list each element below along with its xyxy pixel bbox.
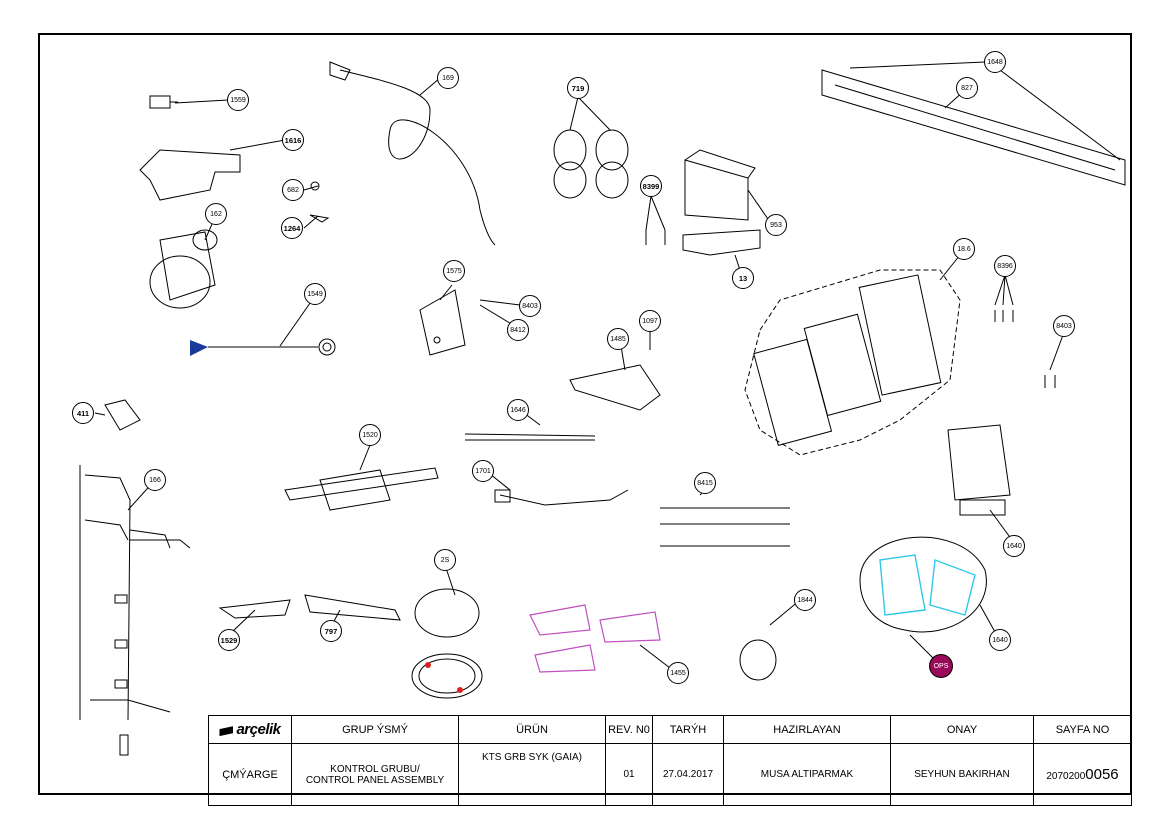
- callout-1549: 1549: [304, 283, 326, 305]
- callout-162: 162: [205, 203, 227, 225]
- callout-1648: 1648: [984, 51, 1006, 73]
- callout-1646: 1646: [507, 399, 529, 421]
- prepared-by-value: MUSA ALTIPARMAK: [723, 743, 891, 806]
- cyan-parts: [879, 554, 976, 616]
- ops-badge: OPS: [929, 654, 953, 678]
- callout-8412: 8412: [507, 319, 529, 341]
- callout-1616: 1616: [282, 129, 304, 151]
- callout-1264: 1264: [281, 217, 303, 239]
- blue-marker-icon: [190, 340, 208, 356]
- callout-166: 166: [144, 469, 166, 491]
- callout-1455: 1455: [667, 662, 689, 684]
- org-label: ÇMÝARGE: [208, 743, 292, 806]
- header-group-name: GRUP ÝSMÝ: [291, 715, 459, 744]
- callout-719: 719: [567, 77, 589, 99]
- date-value: 27.04.2017: [652, 743, 724, 806]
- group-name-value: KONTROL GRUBU/ CONTROL PANEL ASSEMBLY: [291, 743, 459, 806]
- title-block: arçelik GRUP ÝSMÝ ÜRÜN REV. N0 TARÝH HAZ…: [208, 715, 1132, 806]
- callout-797: 797: [320, 620, 342, 642]
- callout-1844: 1844: [794, 589, 816, 611]
- callout-1575: 1575: [443, 260, 465, 282]
- rev-value: 01: [605, 743, 653, 806]
- callout-8399: 8399: [640, 175, 662, 197]
- page-no-value: 20702000056: [1033, 743, 1132, 806]
- callout-1640-b: 1640: [989, 629, 1011, 651]
- callout-8415: 8415: [694, 472, 716, 494]
- header-rev: REV. N0: [605, 715, 653, 744]
- callout-8396: 8396: [994, 255, 1016, 277]
- callout-682: 682: [282, 179, 304, 201]
- magenta-brackets: [529, 604, 661, 673]
- callout-1485: 1485: [607, 328, 629, 350]
- callout-1640-a: 1640: [1003, 535, 1025, 557]
- header-prepared: HAZIRLAYAN: [723, 715, 891, 744]
- callout-2s: 2S: [434, 549, 456, 571]
- callout-1097: 1097: [639, 310, 661, 332]
- callout-8403-b: 8403: [1053, 315, 1075, 337]
- header-product: ÜRÜN: [458, 715, 606, 744]
- product-value: KTS GRB SYK (GAIA): [458, 743, 606, 806]
- callout-1529: 1529: [218, 629, 240, 651]
- logo-text: arçelik: [236, 721, 281, 738]
- arcelik-logo-icon: [219, 726, 234, 737]
- header-date: TARÝH: [652, 715, 724, 744]
- callout-1520: 1520: [359, 424, 381, 446]
- callout-13: 13: [732, 267, 754, 289]
- callout-953: 953: [765, 214, 787, 236]
- callout-411: 411: [72, 402, 94, 424]
- header-approved: ONAY: [890, 715, 1034, 744]
- logo-cell: arçelik: [208, 715, 292, 744]
- callout-8403-a: 8403: [519, 295, 541, 317]
- page-prefix: 2070200: [1046, 771, 1086, 782]
- callout-169: 169: [437, 67, 459, 89]
- callout-18-6: 18.6: [953, 238, 975, 260]
- callout-1559: 1559: [227, 89, 249, 111]
- callout-1701: 1701: [472, 460, 494, 482]
- page-suffix: 0056: [1085, 766, 1119, 783]
- header-page-no: SAYFA NO: [1033, 715, 1132, 744]
- callout-827: 827: [956, 77, 978, 99]
- approved-by-value: SEYHUN BAKIRHAN: [890, 743, 1034, 806]
